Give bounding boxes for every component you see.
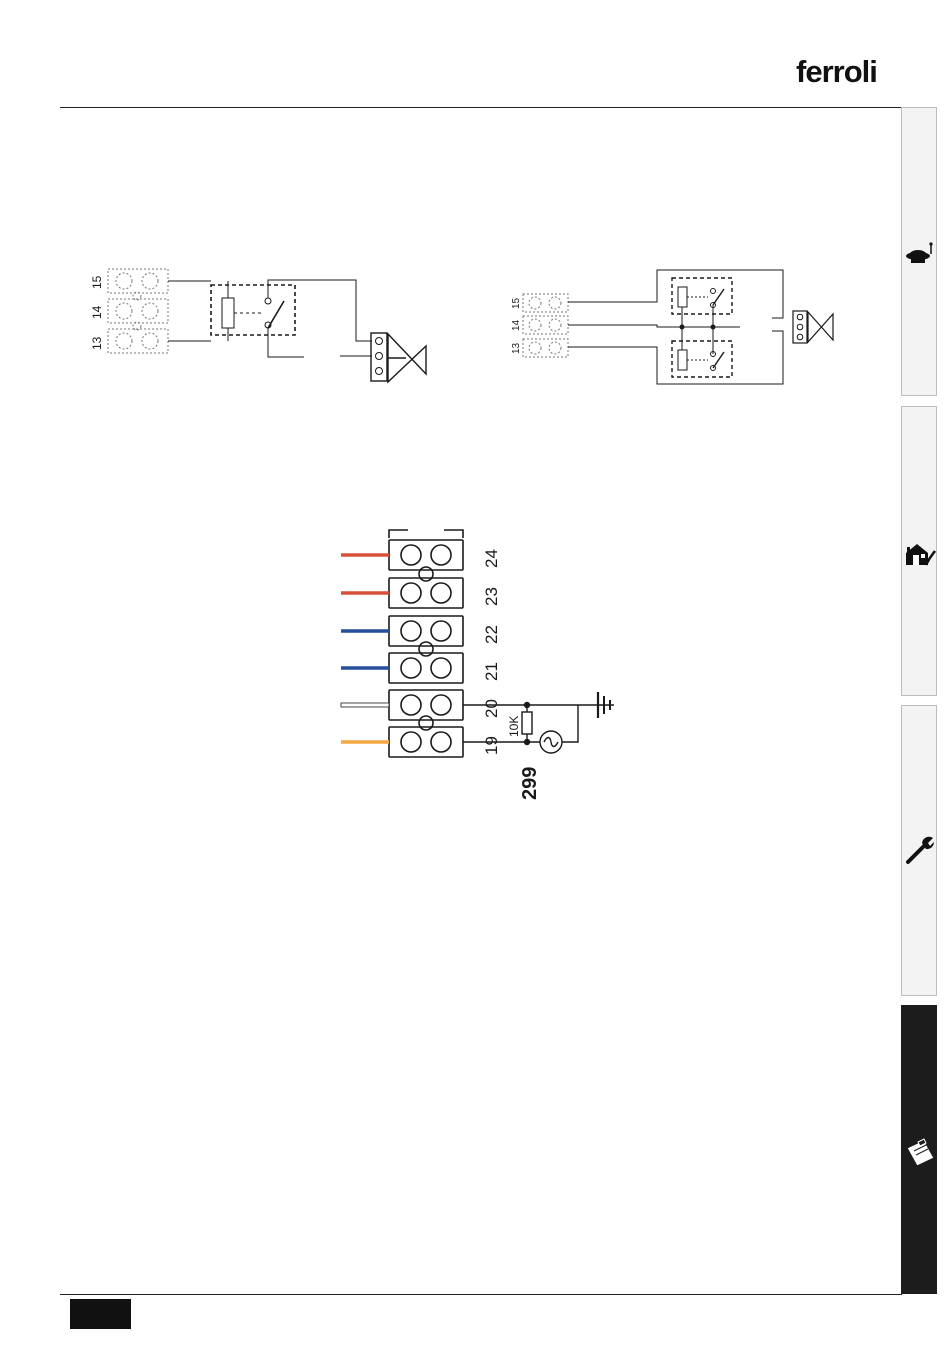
terminal-labels-right: 15 14 13 [511, 297, 522, 354]
page-number-box [70, 1299, 131, 1329]
house-installation-icon [904, 539, 936, 571]
wires [341, 555, 389, 742]
clipboard-icon [904, 1134, 936, 1166]
terminal-label: 15 [90, 275, 104, 289]
terminal-block-center [389, 530, 463, 757]
terminal-labels-left: 15 14 13 [90, 275, 104, 350]
terminal-block-left [108, 269, 168, 353]
terminal-block-right [523, 294, 568, 357]
terminal-cell [389, 727, 463, 757]
terminal-cell [389, 653, 463, 683]
terminal-cell [389, 578, 463, 608]
resistor-label: 10K [507, 716, 521, 737]
terminal-label-20: 20 [482, 699, 501, 718]
user-tab[interactable] [901, 107, 937, 396]
technical-data-tab[interactable] [901, 1005, 937, 1294]
resistor-10k [522, 712, 532, 734]
terminal-label-21: 21 [482, 662, 501, 681]
wrench-icon [904, 834, 936, 866]
footer-divider [60, 1294, 902, 1295]
component-number: 299 [519, 767, 541, 800]
terminal-label: 13 [90, 336, 104, 350]
terminal-cell [389, 540, 463, 570]
wiring-diagrams: 15 14 13 [0, 0, 900, 1290]
terminal-label: 14 [90, 305, 104, 319]
terminal-label-22: 22 [482, 625, 501, 644]
terminal-label-23: 23 [482, 587, 501, 606]
terminal-number-labels: 24 23 22 21 20 19 [482, 549, 501, 755]
terminal-label-24: 24 [482, 549, 501, 568]
user-hat-icon [904, 240, 936, 272]
terminal-label: 14 [511, 319, 522, 331]
relay-diagram-right [523, 270, 833, 384]
terminal-label: 15 [511, 297, 522, 309]
relay-diagram-left [108, 269, 426, 382]
wire-20 [341, 703, 389, 707]
service-tab[interactable] [901, 705, 937, 996]
section-sidebar [901, 107, 938, 1295]
terminal-label: 13 [511, 342, 522, 354]
installer-tab[interactable] [901, 406, 937, 696]
terminal-label-19: 19 [482, 736, 501, 755]
